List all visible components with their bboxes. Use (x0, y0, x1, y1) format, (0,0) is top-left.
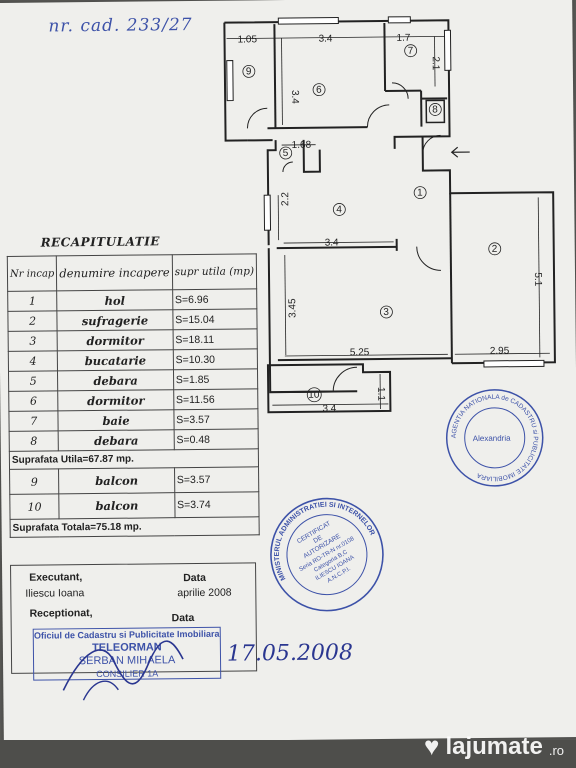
data-label: Data (183, 571, 207, 585)
row-name: bucatarie (57, 349, 174, 371)
dim-5-1: 5.1 (532, 272, 543, 286)
room-number-6: 6 (316, 85, 322, 96)
handwritten-signature-icon (62, 640, 184, 701)
row-nr: 6 (8, 390, 59, 412)
dim-2-1: 2.1 (430, 56, 441, 70)
row-area: S=11.56 (173, 388, 258, 410)
dim-1-7: 1.7 (396, 33, 410, 44)
dim-1-68: 1.68 (292, 140, 312, 151)
dim-5-25: 5.25 (350, 347, 370, 358)
row-name: dormitor (57, 329, 173, 351)
dim-3-4-top: 3.4 (318, 34, 332, 45)
data2-label: Data (171, 611, 195, 625)
watermark-brand: lajumate (445, 732, 543, 760)
row-name: balcon (58, 467, 175, 494)
round-stamp-certificate-icon: MINISTERUL ADMINISTRATIEI SI INTERNELOR … (254, 482, 384, 612)
row-area: S=0.48 (173, 428, 259, 450)
row-area: S=10.30 (172, 348, 258, 370)
row-nr: 10 (9, 493, 60, 520)
heart-icon: ♥ (424, 731, 440, 761)
row-area: S=3.57 (173, 408, 259, 430)
header-area: supr utila (mp) (171, 253, 257, 290)
recap-table: Nr incap denumire incapere supr utila (m… (7, 253, 260, 538)
floor-plan: 1.05 3.4 1.7 2.1 3.4 1.68 2.2 3.4 5.1 3.… (223, 16, 556, 612)
row-nr: 3 (8, 330, 58, 352)
executant-name: Iliescu Ioana (25, 587, 85, 600)
dim-2-95: 2.95 (490, 346, 510, 357)
signed-date: 17.05.2008 (226, 640, 354, 667)
row-name: baie (58, 409, 174, 431)
stamp-center-line-2: DE (312, 534, 324, 545)
row-area: S=3.74 (174, 491, 260, 518)
header-nr: Nr incap (7, 255, 57, 292)
row-nr: 5 (8, 370, 59, 392)
lajumate-watermark: ♥ lajumate .ro (424, 731, 564, 762)
room-number-8: 8 (432, 104, 438, 115)
room-number-5: 5 (283, 148, 289, 159)
dim-3-4-left: 3.4 (289, 90, 300, 104)
dim-1-1: 1.1 (375, 387, 386, 401)
row-area: S=1.85 (173, 368, 258, 390)
row-area: S=3.57 (174, 466, 259, 493)
room-number-4: 4 (336, 204, 342, 215)
row-name: debara (57, 369, 174, 391)
row-nr: 8 (9, 430, 59, 452)
row-name: debara (58, 429, 175, 451)
dim-3-4-bottom: 3.4 (322, 403, 336, 414)
room-number-10: 10 (308, 390, 320, 401)
row-name: dormitor (58, 389, 174, 411)
header-name: denumire incapere (56, 254, 173, 291)
row-nr: 9 (9, 468, 60, 495)
dim-2-2: 2.2 (280, 192, 291, 206)
row-nr: 7 (8, 410, 59, 432)
row-name: sufragerie (57, 309, 173, 331)
document-sheet: nr. cad. 233/27 (0, 0, 576, 743)
row-area: S=18.11 (172, 328, 258, 350)
entry-arrow-icon (450, 146, 470, 158)
room-number-2: 2 (492, 244, 498, 255)
room-number-9: 9 (246, 66, 252, 77)
stamp-right-center: Alexandria (473, 434, 511, 443)
room-number-1: 1 (417, 188, 423, 199)
round-stamp-ancpi-icon: AGENTIA NATIONALA de CADASTRU si PUBLICI… (445, 389, 544, 487)
bottom-strip (0, 740, 576, 768)
executant-label: Executant, (29, 571, 83, 584)
row-name: hol (56, 289, 173, 311)
receptionat-label: Receptionat, (29, 607, 93, 620)
total-row: Suprafata Totala=75.18 mp. (10, 516, 260, 538)
total-area: Suprafata Totala=75.18 mp. (10, 516, 260, 538)
row-name: balcon (59, 492, 175, 519)
watermark-tld: .ro (548, 743, 564, 758)
dim-1-05: 1.05 (237, 34, 257, 45)
recap-header-row: Nr incap denumire incapere supr utila (m… (7, 253, 257, 292)
row-nr: 4 (8, 350, 58, 372)
recap-title: RECAPITULATIE (40, 234, 161, 250)
dim-3-45: 3.45 (287, 298, 298, 318)
row-area: S=15.04 (172, 308, 258, 330)
room-number-7: 7 (408, 46, 414, 57)
dim-3-4-mid: 3.4 (325, 237, 339, 248)
row-nr: 1 (7, 290, 58, 312)
data-value: aprilie 2008 (177, 586, 232, 600)
room-number-3: 3 (383, 307, 389, 318)
row-area: S=6.96 (172, 288, 257, 310)
row-nr: 2 (7, 310, 58, 332)
